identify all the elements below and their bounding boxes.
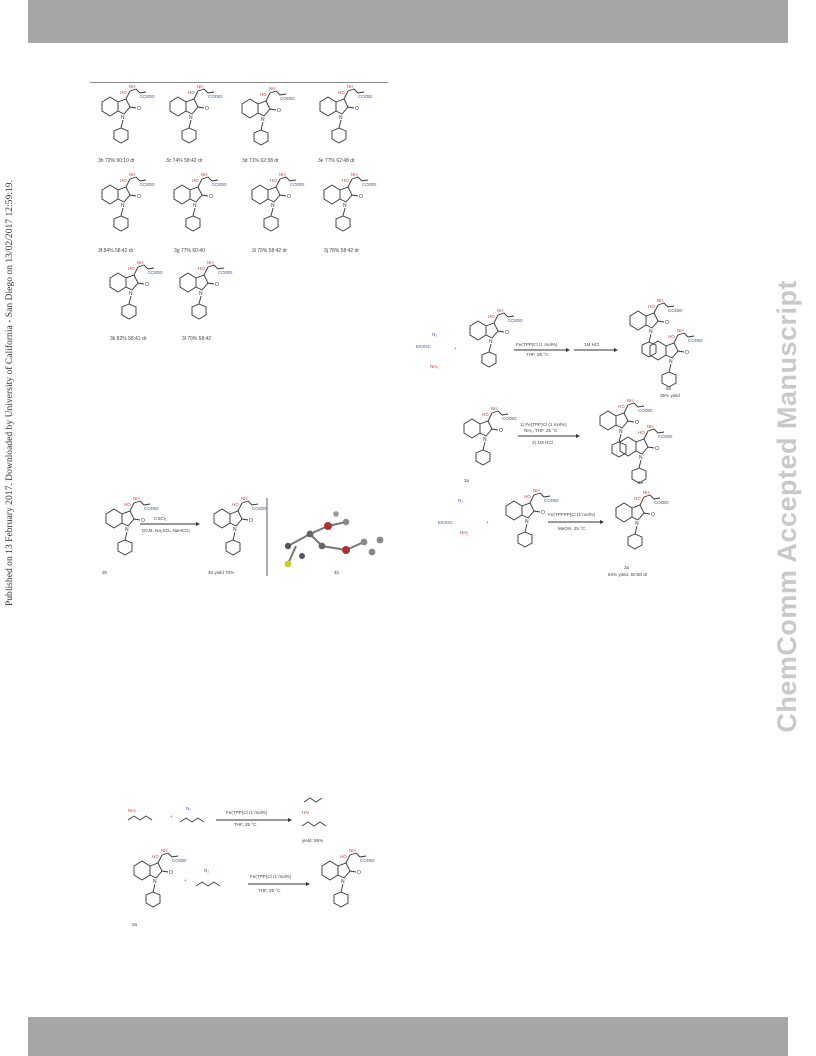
svg-text:N₂: N₂ (204, 868, 209, 873)
xray-structure (284, 511, 384, 568)
row3-solvent: MeOH, 25 °C (558, 526, 586, 531)
row1-product: 5a (666, 386, 672, 391)
table-top-rule (90, 82, 388, 83)
svg-text:NH₂: NH₂ (460, 530, 469, 535)
row2-step1: 1) Fe(TPP)Cl (1 mol%) (520, 422, 567, 427)
compound-3e-label: 3e 77% 62:48 dr (318, 158, 355, 164)
row3-reagents: Fe(TPFPP)Cl (1 mol%) (548, 512, 596, 517)
bottom-scheme: NH₂ + N₂ Fe(TPP)Cl (1 mol%) THF, 25 °C H… (127, 797, 376, 927)
row3-product: 3a (624, 565, 630, 570)
svg-text:HN: HN (302, 810, 309, 815)
diazo-ester-1: EtOOC (416, 344, 431, 349)
bottom-row2-reagents: Fe(TPP)Cl (1 mol%) (250, 874, 292, 879)
conditions-label: DCM, Na₂SO₄ NaHCO₃ (142, 528, 191, 533)
compound-3i-label: 3i 79% 58:42 dr (252, 248, 287, 254)
product-4b-label: 4b yield 70% (208, 570, 234, 575)
svg-text:N₂: N₂ (186, 806, 191, 811)
compound-3k-label: 3k 82% 58:41 dr (110, 336, 147, 342)
svg-text:NH₂: NH₂ (128, 808, 137, 813)
svg-text:+: + (170, 814, 173, 819)
row2-product: 5a (638, 480, 644, 485)
compound-3l-label: 3l 70% 58:42 (182, 336, 211, 342)
row1-step2: 1M HCl (584, 342, 599, 347)
publication-note: Published on 13 February 2017. Downloade… (4, 180, 15, 607)
footer-band (28, 1017, 788, 1056)
row1-solvent: THF, 25 °C (526, 352, 549, 357)
accepted-manuscript-watermark: ChemComm Accepted Manuscript (772, 280, 802, 733)
bottom-row2-solvent: THF, 25 °C (258, 888, 281, 893)
bottom-row1-reagents: Fe(TPP)Cl (1 mol%) (226, 810, 268, 815)
header-band (28, 0, 788, 43)
start-3b-label: 3b (102, 570, 108, 575)
svg-text:N₂: N₂ (432, 332, 437, 337)
substrate-table: O N HO NH COOEt 3h 72% 90:10 dr 3c 74% 5… (98, 83, 378, 342)
row1-reagents: Fe(TPP)Cl (1 mol%) (516, 342, 558, 347)
xray-4b-label: 4b (334, 570, 340, 575)
row2-step1b: NH₃, THF, 25 °C (524, 428, 558, 433)
derivatization-scheme: 3b CSCl₂ DCM, Na₂SO₄ NaHCO₃ 4b yield 70%… (102, 495, 384, 576)
compound-3g-label: 3g 77% 60:40 (174, 248, 205, 254)
right-scheme: EtOOC N₂ NH₃ + Fe(TPP)Cl (1 mol%) THF, 2… (416, 297, 704, 577)
row2-start: 3a (464, 478, 470, 483)
svg-text:+: + (454, 346, 457, 351)
svg-text:NH₃: NH₃ (430, 364, 439, 369)
bottom-row1-yield: yield: 55% (302, 838, 323, 843)
diazo-ester-3: EtOOC (438, 520, 453, 525)
compound-3f-label: 3f 84% 58:42 dr (98, 248, 134, 254)
bottom-row1-solvent: THF, 25 °C (234, 822, 257, 827)
svg-text:+: + (486, 520, 489, 525)
bottom-row2-start: 3a (132, 922, 138, 927)
row1-yield: 35% yield (660, 393, 680, 398)
compound-3h-label: 3h 72% 90:10 dr (98, 158, 135, 164)
row2-step2: 2) 1M HCl (532, 440, 553, 445)
compound-3d-label: 3d 71% 62:38 dr (242, 158, 279, 164)
compound-3c-label: 3c 74% 58:42 dr (166, 158, 203, 164)
reagent-label: CSCl₂ (154, 516, 167, 521)
svg-text:+: + (184, 878, 187, 883)
svg-text:N₂: N₂ (458, 498, 463, 503)
row3-yield: 84% yield, 50:50 dr (608, 572, 648, 577)
compound-3j-label: 3j 78% 58:42 dr (324, 248, 359, 254)
